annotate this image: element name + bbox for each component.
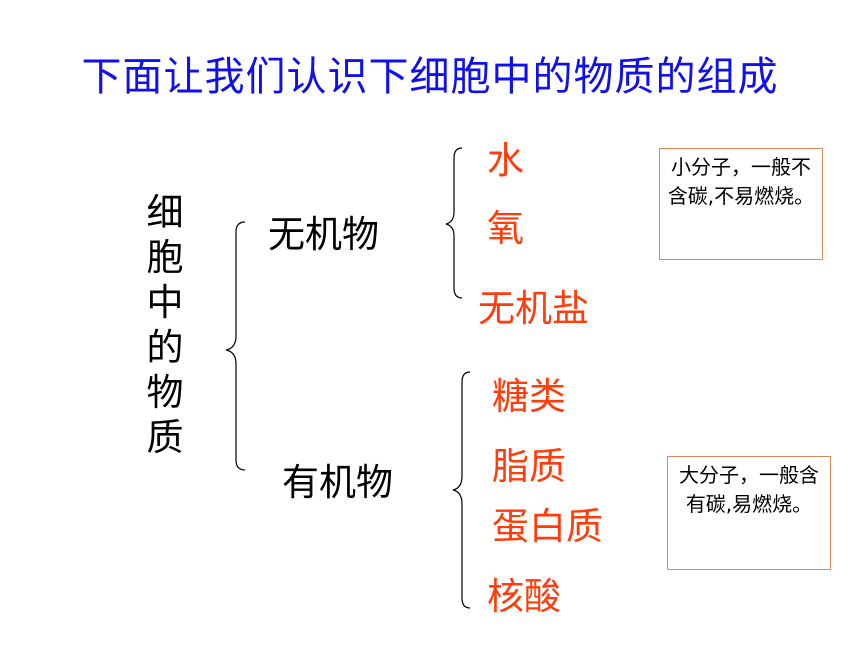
organic-item-protein: 蛋白质	[492, 505, 603, 548]
inorganic-item-salt: 无机盐	[478, 287, 589, 330]
organic-item-lipid: 脂质	[492, 445, 566, 488]
inorganic-note: 小分子，一般不含碳,不易燃烧。	[659, 148, 823, 260]
root-label: 细胞中的物质	[146, 191, 184, 459]
root-bracket	[225, 221, 246, 471]
inorganic-label: 无机物	[268, 213, 379, 256]
inorganic-item-oxygen: 氧	[487, 207, 524, 250]
inorganic-bracket	[445, 147, 463, 299]
organic-bracket	[452, 371, 471, 609]
organic-label: 有机物	[282, 461, 393, 504]
organic-item-sugar: 糖类	[492, 375, 566, 418]
page-title: 下面让我们认识下细胞中的物质的组成	[81, 54, 779, 100]
inorganic-item-water: 水	[487, 139, 524, 182]
organic-note: 大分子，一般含有碳,易燃烧。	[667, 456, 831, 570]
organic-item-nucleic-acid: 核酸	[487, 575, 561, 618]
